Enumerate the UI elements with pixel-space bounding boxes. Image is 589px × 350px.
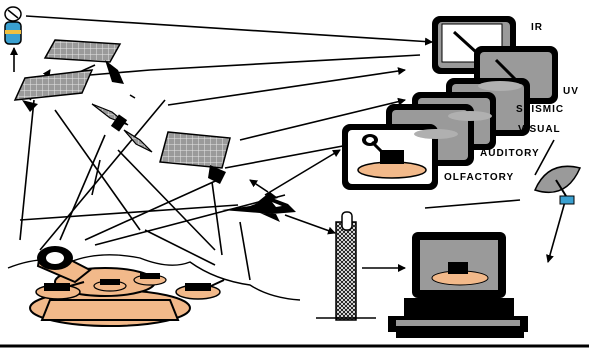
jet-aircraft-icon	[222, 192, 296, 222]
tank-icon	[8, 246, 300, 326]
sensor-label-uv: UV	[563, 86, 579, 97]
ground-radar-dish-icon	[535, 166, 580, 204]
satellite-dish-icon	[5, 7, 21, 44]
sensor-label-olfactory: OLFACTORY	[444, 172, 514, 183]
solar-panel-satellite-icon	[160, 132, 230, 184]
sensor-label-visual: VISUAL	[518, 124, 561, 135]
sensor-label-seismic: SEISMIC	[516, 104, 564, 115]
sensor-label-auditory: AUDITORY	[480, 148, 540, 159]
solar-panel-satellite-icon	[15, 70, 92, 112]
sensor-label-ir: IR	[531, 22, 543, 33]
computer-workstation-icon	[388, 232, 528, 338]
antenna-tower-icon	[316, 212, 376, 320]
monitor-stack-icon	[342, 16, 558, 190]
